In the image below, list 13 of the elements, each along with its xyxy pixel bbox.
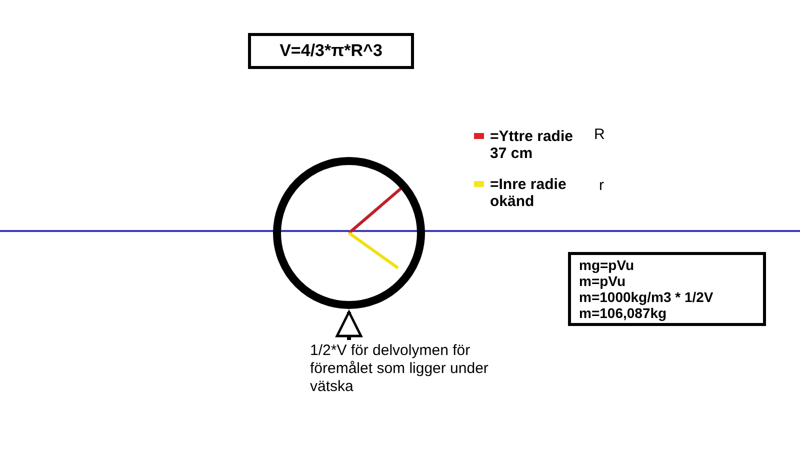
radius-symbol: r [599,177,604,194]
legend-text: =Inre radie okänd [490,176,568,210]
formula-text: mg=pVu [579,257,636,273]
hollow-arrow [336,310,362,340]
radius-symbol: R [594,126,605,143]
formula-text: m=pVu [579,273,627,289]
formula-text: m=1000kg/m3 * 1/2V [579,289,714,305]
legend-text: =Yttre radie 37 cm [490,128,574,162]
formula-text: m=106,087kg [579,305,668,321]
calculation-box [568,252,766,326]
note-text: 1/2*V för delvolymen för föremålet som ligger under vätska [310,342,490,396]
formula-text: V=4/3*π*R^3 [280,41,382,61]
formula-box [248,33,414,69]
